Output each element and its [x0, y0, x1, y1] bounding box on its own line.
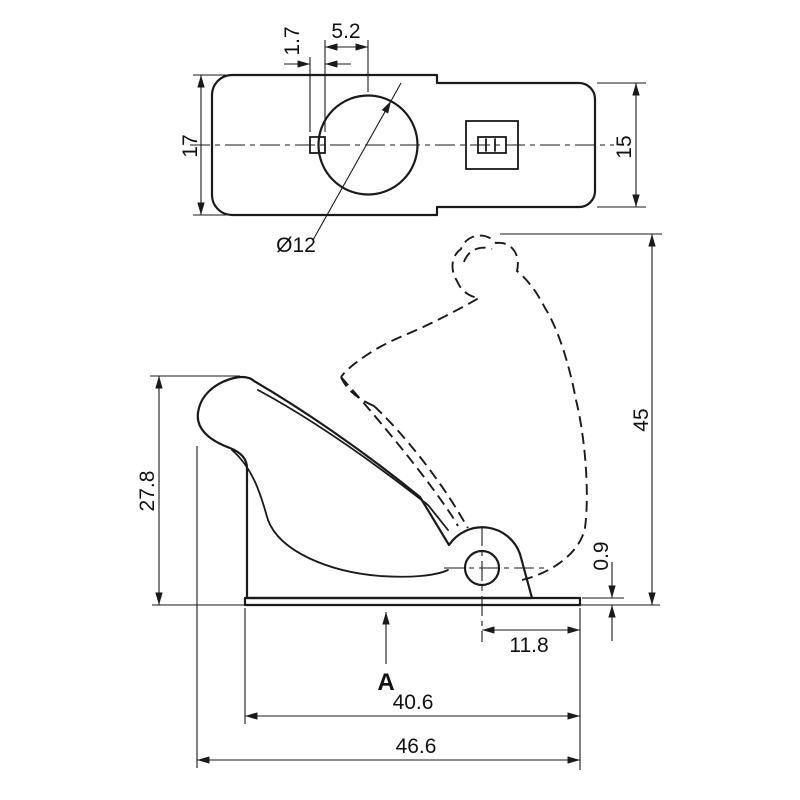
diameter-leader [312, 100, 392, 241]
top-view [190, 73, 614, 217]
cover-open-outline [340, 234, 588, 581]
dim-label-27-8: 27.8 [136, 471, 159, 512]
dim-label-40-6: 40.6 [393, 691, 434, 714]
dim-label-17: 17 [179, 134, 202, 157]
dim-label-15: 15 [613, 135, 636, 158]
dim-label-46-6: 46.6 [396, 735, 437, 758]
top-view-dimensions: 17 15 5.2 1.7 Ø12 [179, 20, 646, 257]
dim-label-0-9: 0.9 [590, 541, 613, 570]
side-view-dimensions: 27.8 45 0.9 11.8 A 40.6 46.6 [136, 233, 662, 770]
dim-label-dia12: Ø12 [276, 234, 316, 257]
cover-open-hook-inner [463, 246, 493, 263]
diameter-leader-tail [390, 82, 402, 102]
cover-open-notch [340, 376, 375, 407]
cover-open-inner-wall [373, 405, 469, 529]
cover-closed-outline [196, 375, 534, 600]
top-view-body-outline [210, 73, 597, 217]
side-view [152, 234, 660, 642]
cover-inner-wall [257, 389, 449, 531]
cover-inner-curve [231, 449, 449, 578]
dim-label-11-8: 11.8 [509, 634, 548, 657]
dim-label-45: 45 [630, 408, 653, 431]
dim-label-5-2: 5.2 [331, 20, 360, 43]
section-label: A [377, 669, 394, 696]
cover-open-outer-wall [340, 376, 459, 527]
dim-label-1-7: 1.7 [281, 26, 304, 55]
